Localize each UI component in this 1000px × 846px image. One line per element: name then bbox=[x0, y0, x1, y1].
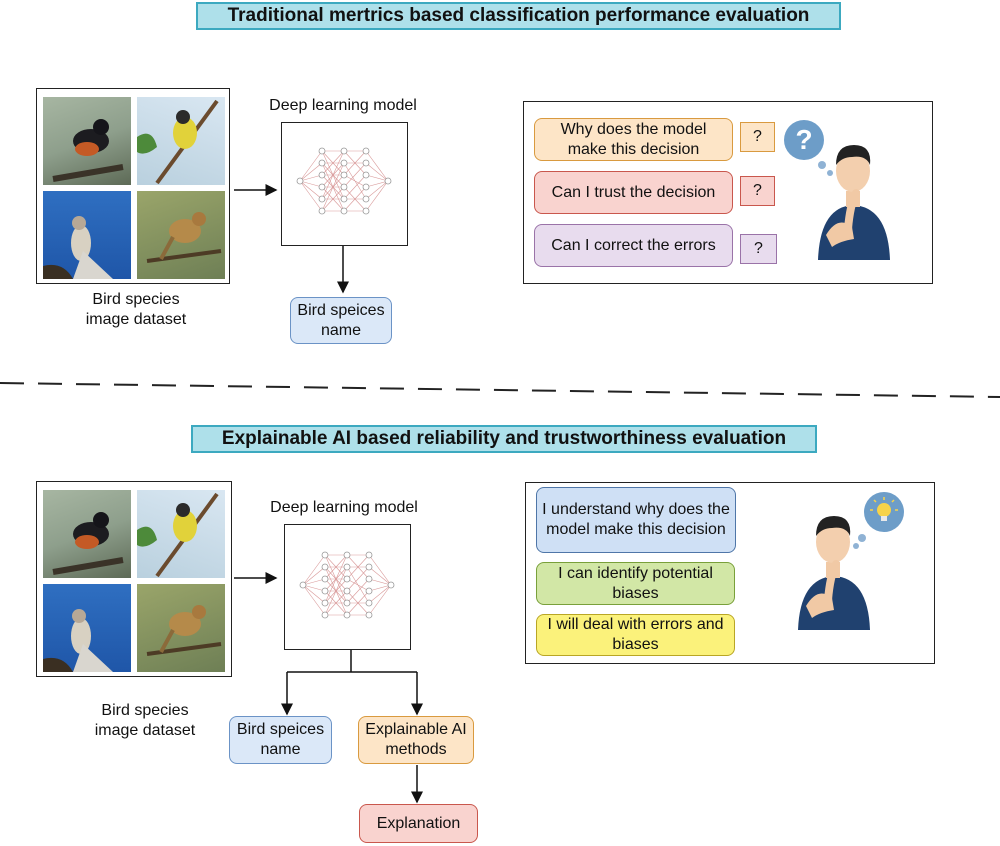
bird-photo-3 bbox=[43, 584, 131, 672]
bird-photo-4 bbox=[137, 584, 225, 672]
bird-photo-2 bbox=[137, 97, 225, 185]
bird-photo-1 bbox=[43, 97, 131, 185]
xai-methods-box: Explainable AI methods bbox=[358, 716, 474, 764]
bottom-model-box bbox=[284, 524, 411, 650]
top-dataset-label: Bird species image dataset bbox=[85, 291, 187, 328]
bird-photo-4 bbox=[137, 191, 225, 279]
statement-1: I understand why does the model make thi… bbox=[536, 487, 736, 553]
statement-2: I can identify potential biases bbox=[536, 562, 735, 605]
question-3-mark: ? bbox=[740, 234, 777, 264]
neural-network-icon bbox=[299, 551, 395, 619]
top-dataset-grid bbox=[36, 88, 230, 284]
lightbulb-icon bbox=[864, 492, 904, 532]
thinking-person-icon bbox=[818, 145, 890, 260]
bird-photo-1 bbox=[43, 490, 131, 578]
top-banner: Traditional mertrics based classificatio… bbox=[196, 2, 841, 30]
bottom-model-label: Deep learning model bbox=[270, 499, 418, 516]
question-1-mark: ? bbox=[740, 122, 775, 152]
question-2-mark: ? bbox=[740, 176, 775, 206]
question-2: Can I trust the decision bbox=[534, 171, 733, 214]
question-3: Can I correct the errors bbox=[534, 224, 733, 267]
bottom-dataset-grid bbox=[36, 481, 232, 677]
top-output-box: Bird speices name bbox=[290, 297, 392, 344]
bottom-banner: Explainable AI based reliability and tru… bbox=[191, 425, 817, 453]
neural-network-icon bbox=[296, 147, 392, 215]
explanation-box: Explanation bbox=[359, 804, 478, 843]
bird-photo-3 bbox=[43, 191, 131, 279]
question-1: Why does the model make this decision bbox=[534, 118, 733, 161]
top-model-label: Deep learning model bbox=[269, 97, 417, 114]
bird-photo-2 bbox=[137, 490, 225, 578]
thinking-person-icon bbox=[798, 516, 870, 630]
bottom-dataset-label: Bird species image dataset bbox=[94, 702, 196, 739]
statement-3: I will deal with errors and biases bbox=[536, 614, 735, 656]
bottom-output-box: Bird speices name bbox=[229, 716, 332, 764]
question-bubble-icon: ? bbox=[784, 120, 824, 160]
top-model-box bbox=[281, 122, 408, 246]
